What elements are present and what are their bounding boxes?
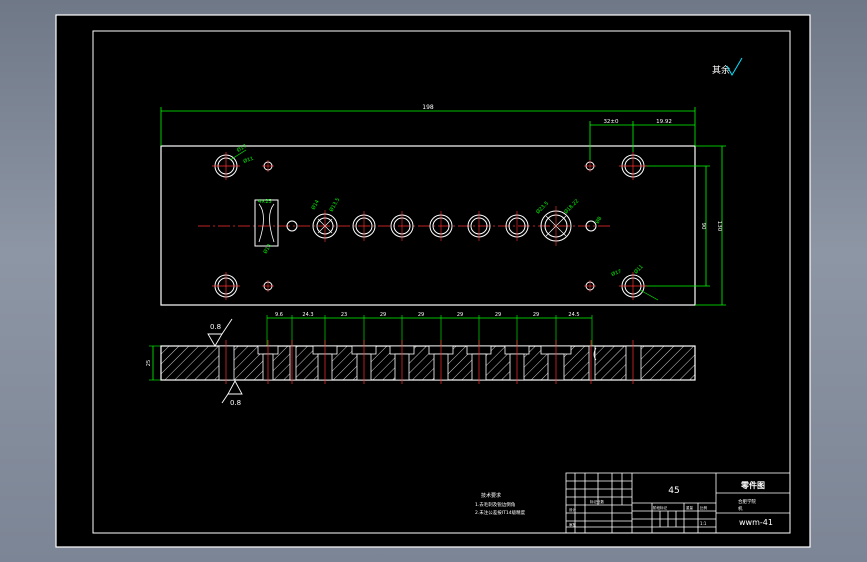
roughness-symbol-bottom: 0.8 bbox=[221, 380, 243, 407]
callout-slot-b: Ø13 bbox=[262, 243, 273, 255]
pin-hole-br bbox=[584, 280, 596, 292]
thickness-label: 25 bbox=[146, 360, 152, 366]
technical-notes: 技术要求 1.去毛刺及锐边倒角 2.未注公差按IT14级精度 bbox=[475, 492, 526, 516]
notes-line-1: 1.去毛刺及锐边倒角 bbox=[475, 501, 515, 508]
row-hole-3 bbox=[390, 211, 414, 241]
company-sub: 机 bbox=[738, 505, 743, 512]
callout-h1-a: Ø14 bbox=[310, 199, 321, 211]
part-name: 零件图 bbox=[740, 480, 765, 490]
row-label-c: 审核 bbox=[569, 522, 577, 527]
chain-dim-8: 29 bbox=[533, 312, 539, 318]
notes-title: 技术要求 bbox=[481, 492, 501, 499]
section-centerlines bbox=[225, 340, 634, 384]
roughness-symbol-icon bbox=[726, 57, 743, 77]
chain-dim-2: 24.3 bbox=[302, 312, 313, 318]
title-block-text: 45 零件图 合肥学院 机 wwm-41 标记处数 设计 审核 阶段标记 重量 … bbox=[569, 480, 773, 527]
roughness-symbol-top: 0.8 bbox=[207, 318, 233, 347]
drawing-frame bbox=[92, 30, 791, 534]
roughness-note: 其余 bbox=[712, 57, 743, 77]
dim-inner-height-label: 90 bbox=[700, 223, 706, 230]
chain-dim-6: 29 bbox=[457, 312, 463, 318]
company-line: 合肥学院 bbox=[738, 498, 756, 505]
callout-slot: 4×25 bbox=[258, 199, 272, 205]
dim-top-left-label: 32±0 bbox=[603, 119, 619, 125]
drawing-background bbox=[55, 14, 811, 548]
row-hole-4 bbox=[429, 211, 453, 241]
row-hole-5 bbox=[467, 211, 491, 241]
row-hole-1 bbox=[312, 210, 338, 242]
pin-hole-bl bbox=[262, 280, 274, 292]
plate-outline bbox=[160, 145, 696, 306]
roughness-bottom-label: 0.8 bbox=[230, 399, 241, 407]
dim-outer-height-label: 130 bbox=[716, 221, 722, 232]
roughness-triangle-down-icon bbox=[207, 333, 223, 347]
chain-dim-7: 29 bbox=[495, 312, 501, 318]
roughness-note-text: 其余 bbox=[712, 64, 730, 76]
hole-bottom-right bbox=[619, 272, 647, 300]
scale-value: 1:1 bbox=[700, 521, 707, 526]
chain-dim-9: 24.5 bbox=[568, 312, 579, 318]
pin-hole-tr bbox=[584, 160, 596, 172]
callout-br-a: Ø17 bbox=[610, 268, 622, 278]
hole-top-right bbox=[619, 152, 647, 180]
chain-dim-3: 23 bbox=[341, 312, 347, 318]
callout-small-r: Ø8 bbox=[594, 215, 604, 225]
title-block bbox=[565, 472, 791, 534]
scale-label: 比例 bbox=[700, 505, 708, 510]
drawing-number: wwm-41 bbox=[739, 518, 773, 527]
roughness-top-label: 0.8 bbox=[210, 323, 221, 331]
stage-label: 阶段标记 bbox=[653, 505, 667, 510]
row-hole-big bbox=[540, 206, 572, 246]
top-view: 198 32±0 19.92 90 130 bbox=[160, 104, 726, 306]
callout-tl-b: Ø11 bbox=[242, 155, 254, 165]
row-label-a: 标记处数 bbox=[590, 499, 604, 504]
small-hole-right bbox=[585, 220, 597, 232]
dim-overall-label: 198 bbox=[422, 104, 434, 111]
section-body bbox=[160, 345, 696, 381]
hole-row bbox=[312, 206, 572, 246]
section-break-mark bbox=[593, 347, 597, 361]
row-hole-2 bbox=[352, 211, 376, 241]
chain-dim-5: 29 bbox=[418, 312, 424, 318]
pin-hole-tl bbox=[262, 160, 274, 172]
chain-dim-1: 9.6 bbox=[275, 312, 283, 318]
row-hole-6 bbox=[505, 211, 529, 241]
row-label-b: 设计 bbox=[569, 507, 577, 512]
material-label: 45 bbox=[668, 486, 679, 496]
chain-dim-4: 29 bbox=[380, 312, 386, 318]
section-view: 9.6 24.3 23 29 29 29 29 29 24.5 25 bbox=[146, 312, 696, 407]
small-hole-left bbox=[286, 220, 298, 232]
dim-top-right-label: 19.92 bbox=[656, 119, 672, 125]
callout-tl-a: Ø17 bbox=[236, 143, 248, 154]
notes-line-2: 2.未注公差按IT14级精度 bbox=[475, 509, 526, 516]
hole-top-left bbox=[212, 152, 240, 180]
slot-feature bbox=[254, 199, 279, 247]
roughness-triangle-up-icon bbox=[227, 380, 243, 395]
weight-label: 重量 bbox=[686, 505, 694, 510]
hole-bottom-left bbox=[212, 272, 240, 300]
